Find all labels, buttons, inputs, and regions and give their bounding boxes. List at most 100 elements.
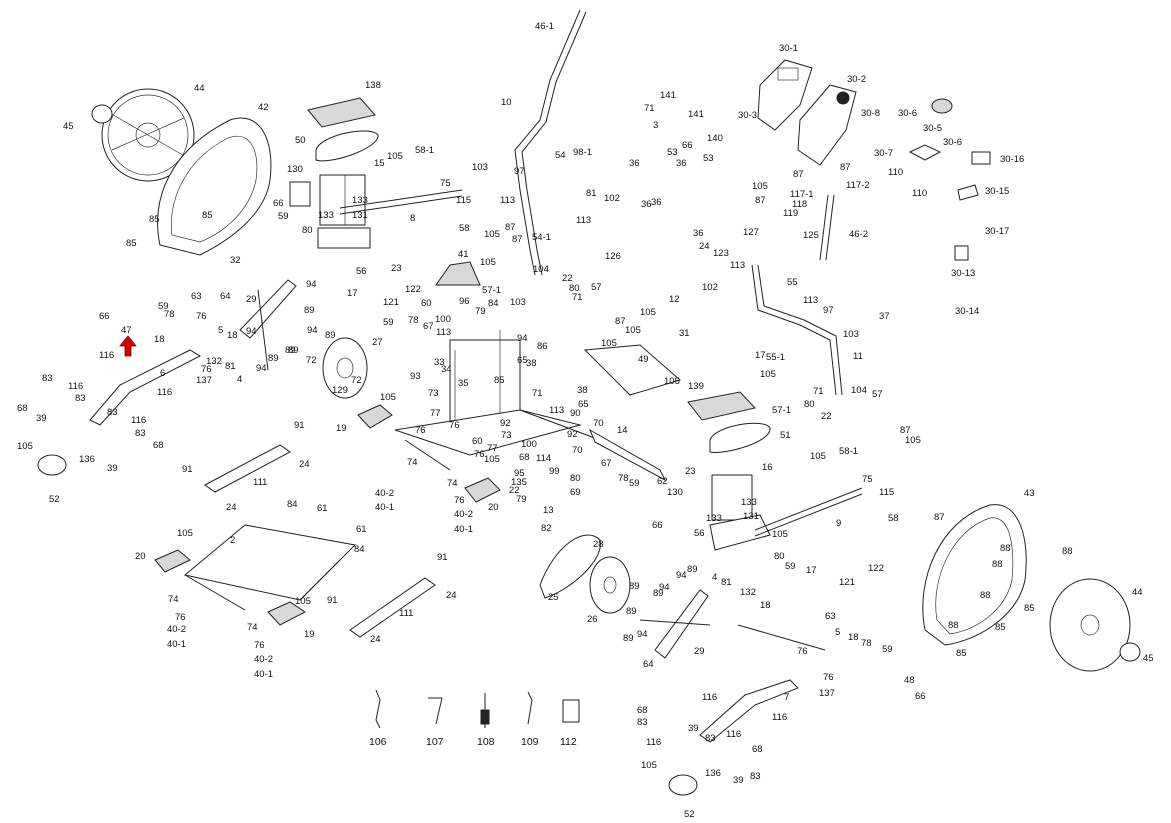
part-label: 30-8 xyxy=(861,108,880,119)
part-label: 87 xyxy=(505,222,516,233)
part-label: 76 xyxy=(175,612,186,623)
part-label: 49 xyxy=(638,354,649,365)
part-label: 59 xyxy=(278,211,289,222)
part-label: 50 xyxy=(295,135,306,146)
part-label: 65 xyxy=(517,355,528,366)
part-label: 133 xyxy=(318,210,334,221)
part-label: 38 xyxy=(526,358,537,369)
part-label: 15 xyxy=(374,158,385,169)
part-label: 32 xyxy=(230,255,241,266)
part-label: 89 xyxy=(687,564,698,575)
part-arm-9 xyxy=(754,487,863,537)
part-label: 76 xyxy=(823,672,834,683)
part-label: 66 xyxy=(99,311,110,322)
part-label: 68 xyxy=(637,705,648,716)
part-label: 141 xyxy=(688,109,704,120)
callout-arrow-icon xyxy=(119,335,137,357)
part-label: 110 xyxy=(888,167,903,178)
part-label: 44 xyxy=(194,83,205,94)
part-label: 99 xyxy=(549,466,560,477)
part-label: 84 xyxy=(287,499,298,510)
part-label: 63 xyxy=(191,291,202,302)
part-left-cover-42 xyxy=(157,117,272,256)
part-label: 76 xyxy=(196,311,207,322)
part-label: 113 xyxy=(803,295,818,306)
part-label: 112 xyxy=(560,736,577,748)
part-label: 57 xyxy=(872,389,883,400)
part-label: 81 xyxy=(721,577,732,588)
part-label: 60 xyxy=(472,436,483,447)
part-label: 9 xyxy=(836,518,841,529)
part-rail-111-right xyxy=(349,577,436,638)
part-crank-14 xyxy=(588,428,667,482)
part-label: 88 xyxy=(948,620,959,631)
part-label: 81 xyxy=(586,188,597,199)
tool-wrench-109 xyxy=(527,691,533,725)
part-label: 132 xyxy=(206,356,222,367)
part-label: 89 xyxy=(288,345,299,356)
part-pedal-base-51 xyxy=(709,422,771,453)
part-label: 76 xyxy=(474,449,485,460)
part-bracket-130 xyxy=(289,181,311,207)
part-label: 87 xyxy=(755,195,766,206)
part-label: 92 xyxy=(500,418,511,429)
part-label: 46-2 xyxy=(849,229,868,240)
part-label: 51 xyxy=(780,430,791,441)
part-right-disc-44 xyxy=(1049,578,1131,672)
part-label: 2 xyxy=(230,535,235,546)
part-label: 26 xyxy=(587,614,598,625)
part-label: 68 xyxy=(17,403,28,414)
part-label: 58-1 xyxy=(415,145,434,156)
part-label: 137 xyxy=(819,688,835,699)
part-label: 30-14 xyxy=(955,306,979,317)
part-label: 103 xyxy=(510,297,526,308)
part-label: 30-5 xyxy=(923,123,942,134)
part-label: 36 xyxy=(693,228,704,239)
part-label: 67 xyxy=(601,458,612,469)
part-label: 19 xyxy=(336,423,347,434)
part-label: 72 xyxy=(351,375,362,386)
part-label: 33 xyxy=(434,357,445,368)
part-label: 94 xyxy=(517,333,528,344)
part-label: 83 xyxy=(135,428,146,439)
part-label: 57 xyxy=(591,282,602,293)
part-console-30-1 xyxy=(757,59,813,131)
part-label: 45 xyxy=(63,121,74,132)
part-label: 111 xyxy=(253,477,267,488)
part-console-30-2 xyxy=(797,84,857,166)
part-label: 122 xyxy=(405,284,421,295)
part-label: 76 xyxy=(201,364,212,375)
part-label: 55 xyxy=(787,277,798,288)
part-label: 97 xyxy=(823,305,834,316)
part-label: 57-1 xyxy=(772,405,791,416)
part-label: 14 xyxy=(617,425,628,436)
part-cover-41 xyxy=(435,261,481,286)
part-label: 74 xyxy=(247,622,258,633)
part-label: 5 xyxy=(218,325,223,336)
part-label: 72 xyxy=(306,355,317,366)
part-label: 89 xyxy=(304,305,315,316)
part-label: 66 xyxy=(652,520,663,531)
part-label: 114 xyxy=(536,453,551,464)
part-box-30-7 xyxy=(908,144,942,161)
part-label: 58-1 xyxy=(839,446,858,457)
part-label: 20 xyxy=(135,551,146,562)
part-label: 71 xyxy=(532,388,543,399)
part-label: 111 xyxy=(399,608,413,619)
part-label: 115 xyxy=(879,487,894,498)
part-label: 16 xyxy=(762,462,773,473)
part-label: 88 xyxy=(980,590,991,601)
part-label: 87 xyxy=(793,169,804,180)
part-label: 17 xyxy=(806,565,817,576)
part-30-13 xyxy=(954,245,969,261)
part-handlebar-11 xyxy=(751,264,843,396)
part-label: 89 xyxy=(325,330,336,341)
part-cap-19-lower xyxy=(267,601,306,626)
part-label: 78 xyxy=(618,473,629,484)
part-label: 45 xyxy=(1143,653,1154,664)
part-label: 30-15 xyxy=(985,186,1009,197)
part-label: 140 xyxy=(707,133,723,144)
part-label: 116 xyxy=(68,381,83,392)
part-tube-46-2 xyxy=(819,194,835,261)
part-label: 94 xyxy=(307,325,318,336)
